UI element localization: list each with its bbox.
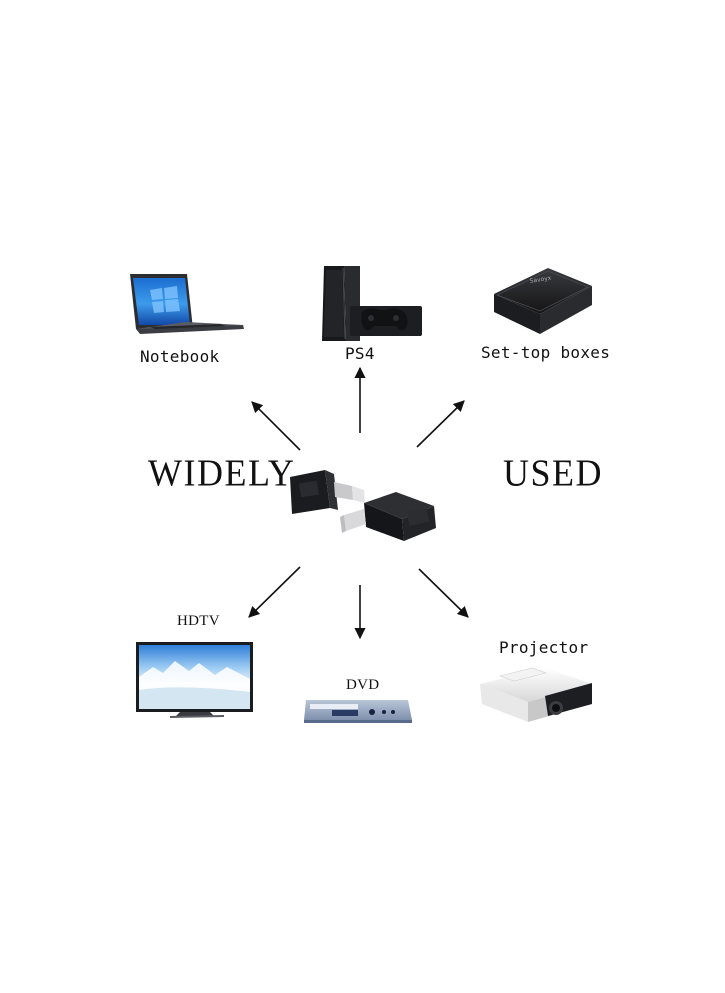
settop-brand-mark: Savoyx [529,275,552,285]
projector-label: Projector [499,638,589,657]
projector-icon [480,667,592,722]
arrow-to-hdtv [248,566,301,618]
laptop-icon [130,274,244,334]
notebook-label: Notebook [140,347,220,366]
slogan-left: WIDELY [148,452,296,494]
dvd-label: DVD [346,677,380,693]
hdtv-label: HDTV [177,613,220,629]
arrow-to-settop [416,400,465,448]
hdmi-extender-adapters-icon [290,470,436,541]
settop-label: Set-top boxes [481,343,611,362]
game-console-icon [322,266,422,341]
arrow-to-projector [418,568,469,618]
slogan-right: USED [503,452,604,494]
tv-icon [136,642,253,718]
set-top-box-icon: Savoyx [494,268,592,334]
arrow-to-notebook [251,401,301,451]
ps4-label: PS4 [345,344,375,363]
dvd-player-icon [304,700,412,723]
